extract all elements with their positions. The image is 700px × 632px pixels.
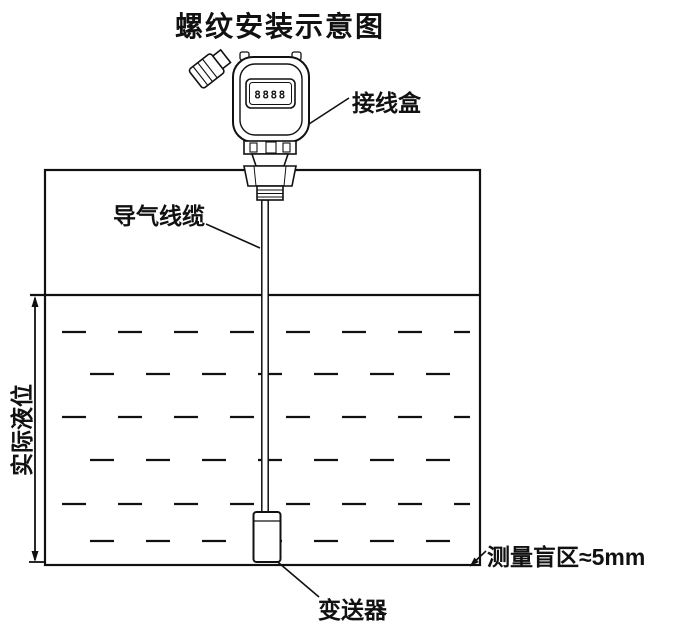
lcd-display	[245, 78, 296, 109]
cable-gland	[188, 48, 232, 89]
blind-zone-label: 测量盲区≈5mm	[487, 544, 646, 570]
actual-level-label: 实际液位	[9, 384, 35, 476]
diagram-title: 螺纹安装示意图	[174, 11, 385, 42]
transmitter-label: 变送器	[318, 597, 387, 623]
junction-box-label: 接线盒	[352, 90, 421, 116]
guide-cable	[261, 199, 269, 515]
display-digits: 8888	[254, 89, 287, 102]
terminal-collar	[243, 140, 297, 155]
process-connection	[243, 153, 297, 201]
probe-body	[252, 511, 282, 563]
junction-box-leader	[308, 97, 350, 125]
level-dimension-arrow	[29, 296, 45, 563]
air-cable-leader	[205, 223, 261, 249]
transmitter-device: 8888	[188, 48, 310, 563]
blind-zone-arrowhead	[470, 557, 479, 566]
air-cable-label: 导气线缆	[113, 203, 205, 229]
